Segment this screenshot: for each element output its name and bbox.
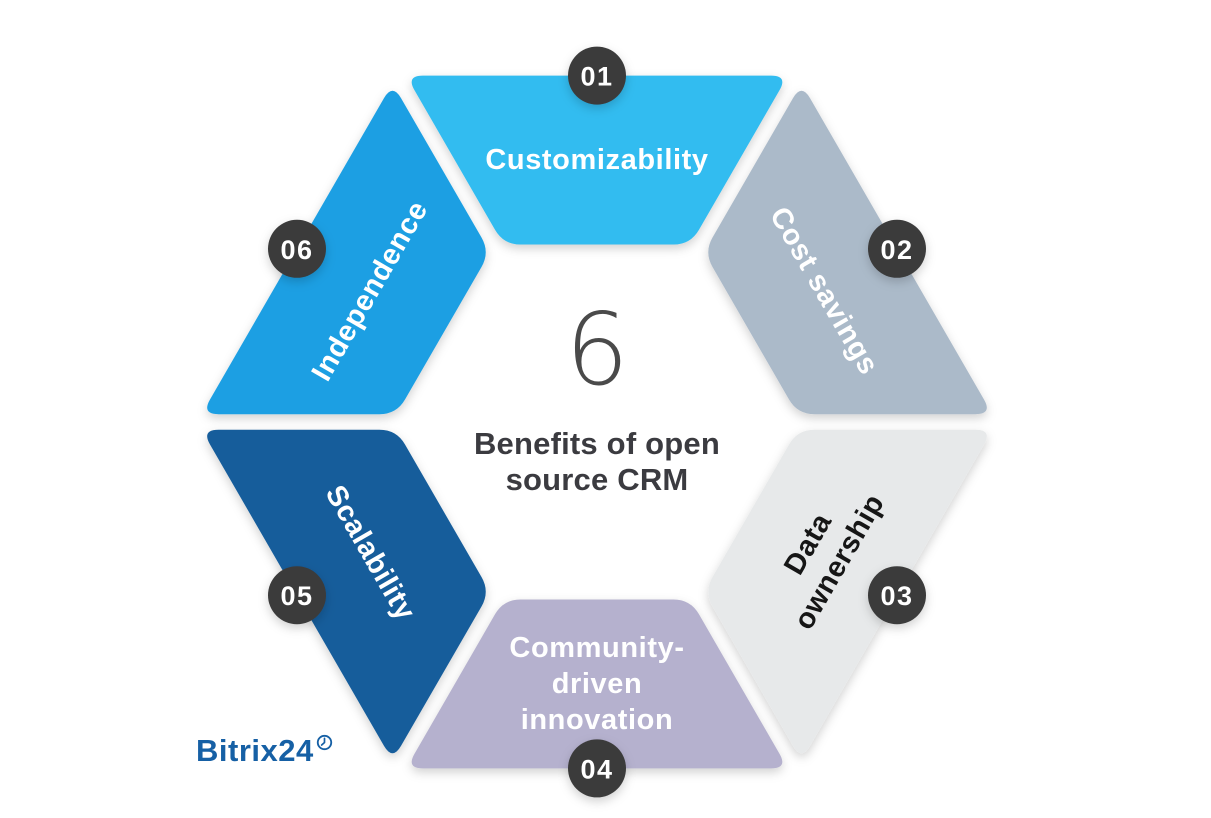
diagram-title: Benefits of open source CRM: [473, 426, 721, 497]
center-content: 6 Benefits of open source CRM: [437, 300, 757, 498]
badge-04: 04: [568, 739, 626, 798]
segment-independence: [207, 90, 486, 415]
brand-name: Bitrix24: [196, 733, 314, 768]
badge-number-06: 06: [280, 235, 313, 265]
segment-cost-savings: [708, 90, 987, 415]
badge-number-01: 01: [580, 62, 613, 92]
segment-label-customizability: Customizability: [485, 144, 708, 176]
segment-data-ownership: [708, 429, 987, 754]
badge-number-03: 03: [880, 581, 913, 611]
benefit-count: 6: [565, 291, 629, 408]
badge-number-04: 04: [580, 754, 613, 784]
badge-number-02: 02: [880, 235, 913, 265]
badge-06: 06: [268, 219, 326, 278]
segment-scalability: [207, 429, 486, 754]
badge-03: 03: [868, 566, 926, 625]
badge-01: 01: [568, 46, 626, 105]
badge-05: 05: [268, 566, 326, 625]
badge-02: 02: [868, 219, 926, 278]
brand-logo: Bitrix24: [196, 733, 333, 769]
badge-number-05: 05: [280, 581, 313, 611]
segment-customizability: [411, 75, 783, 245]
clock-icon: [316, 734, 332, 751]
segment-community-driven-innovation: [411, 599, 783, 769]
